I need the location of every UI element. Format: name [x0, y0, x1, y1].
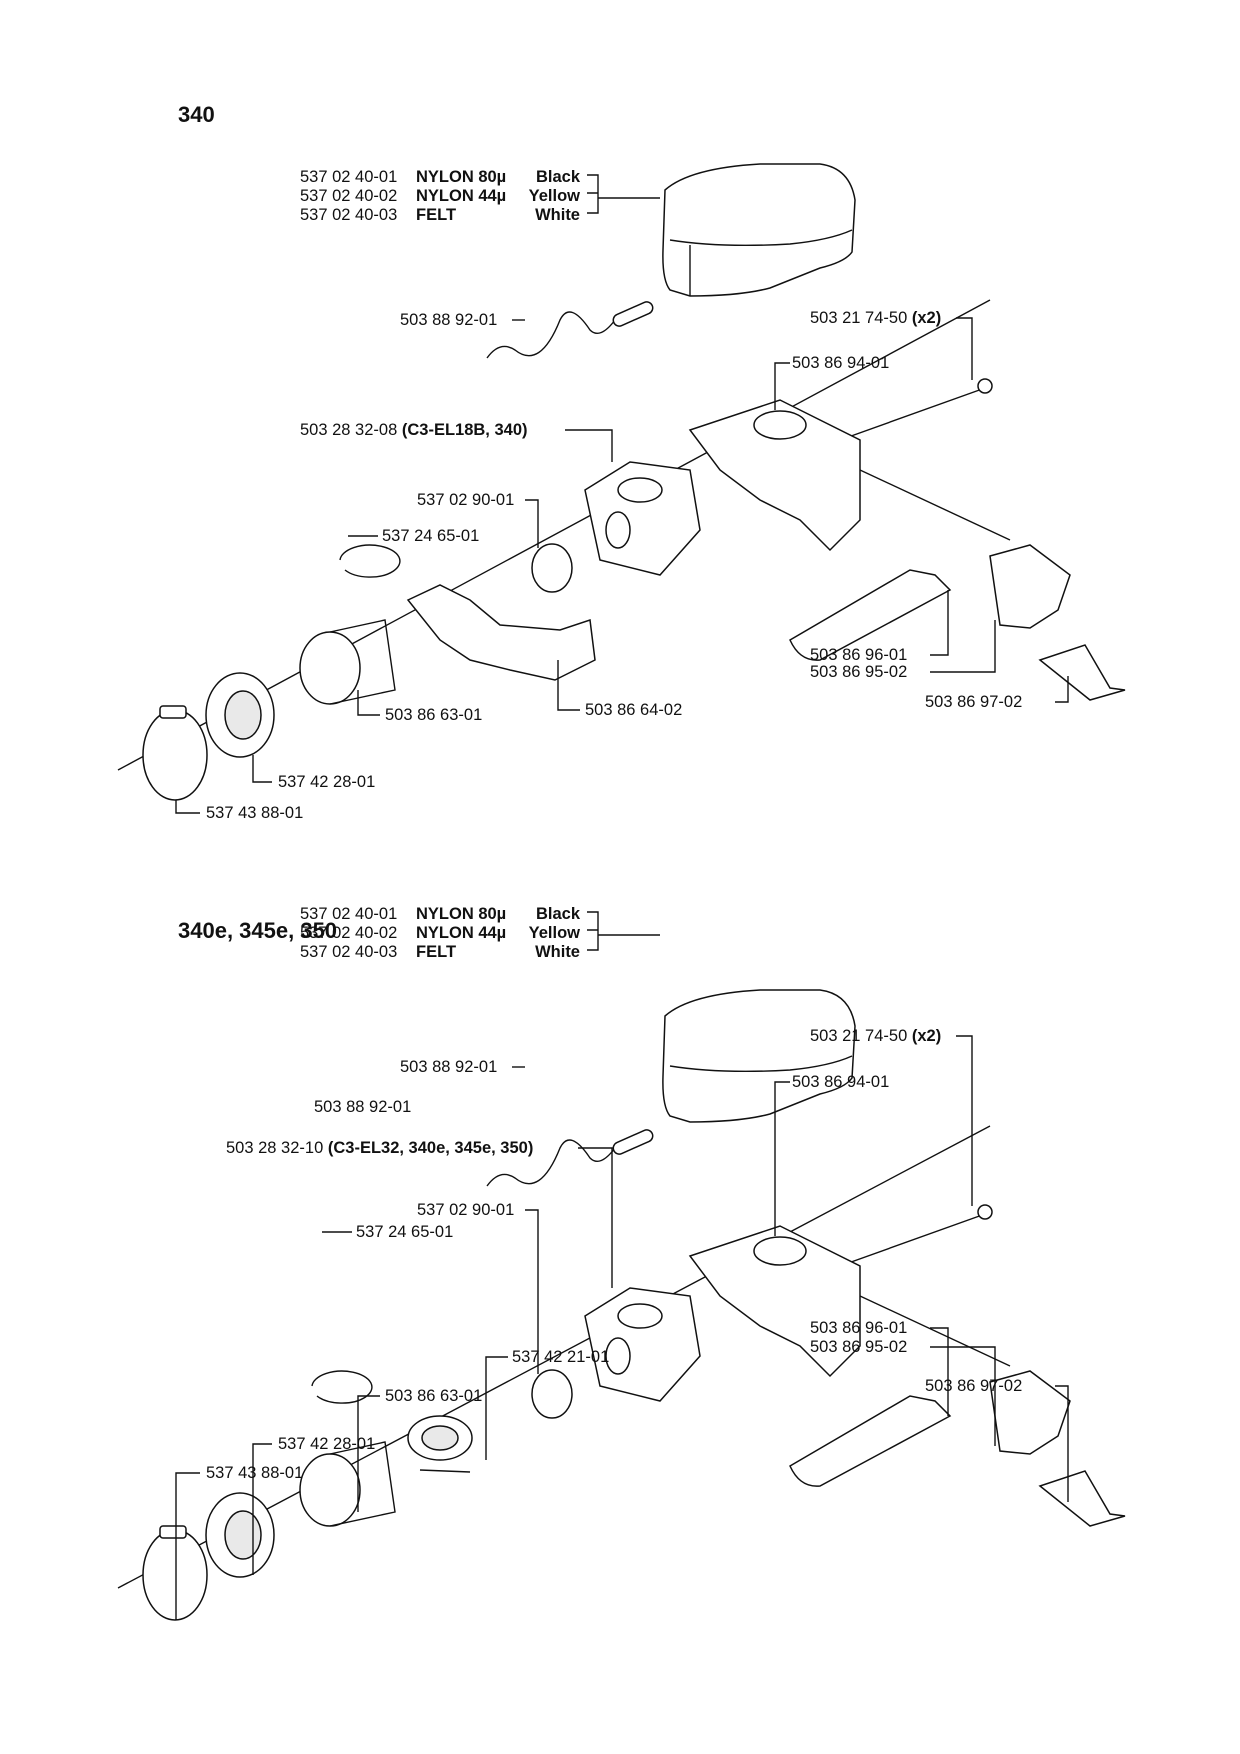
label-spring-2: 503 88 92-01 [314, 1098, 412, 1116]
label-bolt: 503 21 74-50 (x2) [810, 1027, 942, 1045]
carburetor-holder [690, 1226, 860, 1376]
rod [790, 1396, 950, 1486]
clamp-leader [176, 1473, 200, 1620]
label-spring: 503 88 92-01 [400, 1058, 498, 1076]
intake-boot [300, 620, 395, 704]
label-gasket: 537 02 90-01 [417, 1201, 515, 1219]
label-adapter: 537 42 28-01 [278, 773, 376, 791]
carburetor-bore [618, 1304, 662, 1328]
clip [1040, 645, 1125, 700]
label-clip: 503 86 97-02 [925, 693, 1023, 711]
exploded-diagram-340 [0, 0, 1240, 830]
adapter-leader [253, 1444, 272, 1575]
label-clip: 503 86 97-02 [925, 1377, 1023, 1395]
intake-flange-leader [558, 660, 580, 710]
carburetor-inlet [606, 512, 630, 548]
label-adapter: 537 42 28-01 [278, 1435, 376, 1453]
label-holder: 503 86 94-01 [792, 354, 890, 372]
wire-spring [487, 306, 650, 358]
rod-axis [860, 470, 1010, 540]
label-ring: 537 24 65-01 [356, 1223, 454, 1241]
filter-leader [587, 175, 660, 213]
air-filter-cover [663, 990, 855, 1122]
bolt [840, 1214, 985, 1266]
lever [990, 1371, 1070, 1454]
carburetor-leader [578, 1148, 612, 1288]
gasket-leader [525, 500, 538, 548]
holder-port [754, 1237, 806, 1265]
rod-lever-leader [930, 590, 995, 672]
label-rod: 503 86 96-01 [810, 646, 908, 664]
rod [790, 570, 950, 660]
holder-port [754, 411, 806, 439]
clip-leader [1055, 1386, 1068, 1502]
label-clamp: 537 43 88-01 [206, 1464, 304, 1482]
intake-boot-leader [358, 690, 380, 715]
clip [1040, 1471, 1125, 1526]
spring-grip [611, 300, 654, 328]
bolt-leader [956, 318, 972, 380]
intake-boot-leader [358, 1396, 380, 1512]
adapter-leader [253, 755, 272, 782]
circlip [312, 1371, 372, 1403]
lever [990, 545, 1070, 628]
rod-lever-leader [930, 1328, 995, 1446]
air-filter-cover [663, 164, 855, 296]
label-clamp: 537 43 88-01 [206, 804, 304, 822]
section-heading: 340e, 345e, 350 [178, 918, 338, 943]
section-heading: 340 [178, 102, 215, 127]
adapter [206, 1493, 274, 1577]
exploded-diagram-340e-345e-350 [0, 830, 1240, 1660]
bolt-head [978, 379, 992, 393]
label-intake-boot: 503 86 63-01 [385, 1387, 483, 1405]
label-lever: 503 86 95-02 [810, 663, 908, 681]
carburetor-bore [618, 478, 662, 502]
intake-flange [408, 1416, 472, 1472]
rod-axis [860, 1296, 1010, 1366]
label-intake-flange: 537 42 21-01 [512, 1348, 610, 1366]
bolt-leader [956, 1036, 972, 1206]
label-gasket: 537 02 90-01 [417, 491, 515, 509]
label-intake-boot: 503 86 63-01 [385, 706, 483, 724]
label-rod: 503 86 96-01 [810, 1319, 908, 1337]
intake-boot [300, 1442, 395, 1526]
intake-flange [408, 585, 595, 680]
carburetor-holder [690, 400, 860, 550]
clamp [143, 1526, 207, 1620]
intake-flange-leader [486, 1357, 508, 1460]
label-holder: 503 86 94-01 [792, 1073, 890, 1091]
circlip [340, 545, 400, 577]
gasket-leader [525, 1210, 538, 1374]
label-bolt: 503 21 74-50 (x2) [810, 309, 942, 327]
holder-leader [775, 363, 790, 410]
clamp-leader [176, 800, 200, 813]
carburetor-inlet [606, 1338, 630, 1374]
label-ring: 537 24 65-01 [382, 527, 480, 545]
adapter [206, 673, 274, 757]
wire-spring [487, 1134, 650, 1186]
gasket [532, 544, 572, 592]
filter-leader [587, 912, 660, 950]
bolt [840, 388, 985, 440]
clamp [143, 706, 207, 800]
bolt-head [978, 1205, 992, 1219]
spring-grip [611, 1128, 654, 1156]
label-carburetor: 503 28 32-08 (C3-EL18B, 340) [300, 421, 528, 439]
label-lever: 503 86 95-02 [810, 1338, 908, 1356]
clip-leader [1055, 676, 1068, 702]
gasket [532, 1370, 572, 1418]
label-spring: 503 88 92-01 [400, 311, 498, 329]
label-carburetor: 503 28 32-10 (C3-EL32, 340e, 345e, 350) [226, 1139, 534, 1157]
label-intake-flange: 503 86 64-02 [585, 701, 683, 719]
carburetor-leader [565, 430, 612, 462]
holder-leader [775, 1082, 790, 1236]
